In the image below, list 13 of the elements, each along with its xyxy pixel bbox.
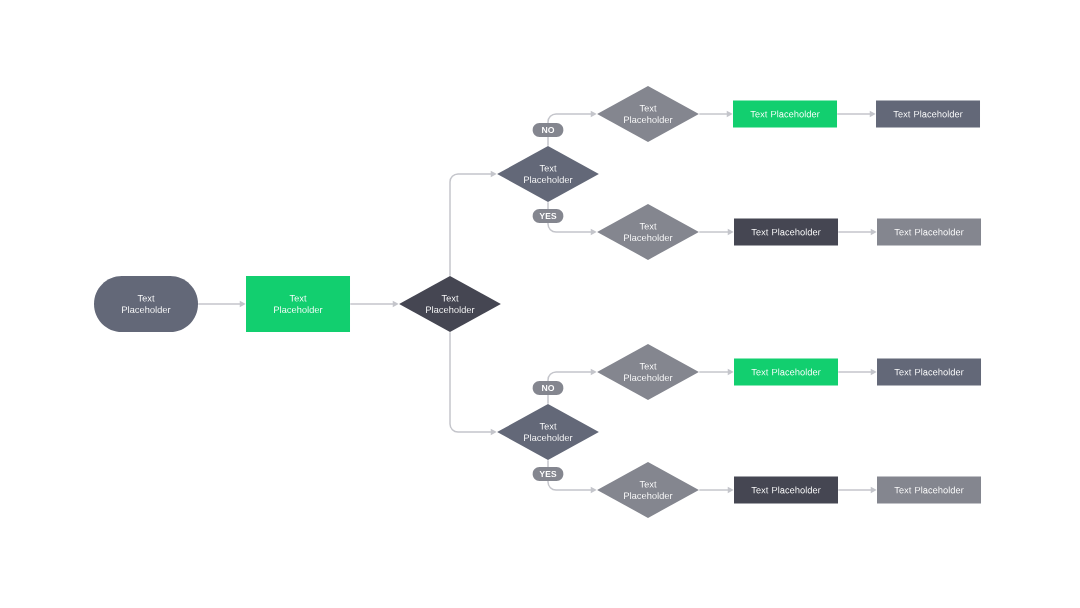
edge-label: YES	[532, 467, 564, 481]
edge-label: NO	[532, 381, 564, 395]
process-box: Text Placeholder	[877, 358, 981, 386]
process-box: Text Placeholder	[734, 476, 838, 504]
process-box: Text Placeholder	[734, 358, 838, 386]
process-box: Text Placeholder	[734, 218, 838, 246]
process-box: Text Placeholder	[876, 100, 980, 128]
process-box: Text Placeholder	[877, 476, 981, 504]
edge-label: YES	[532, 209, 564, 223]
process-box: Text Placeholder	[877, 218, 981, 246]
process-box: Text Placeholder	[733, 100, 837, 128]
process-box: Text Placeholder	[246, 276, 350, 332]
edge-label: NO	[532, 123, 564, 137]
